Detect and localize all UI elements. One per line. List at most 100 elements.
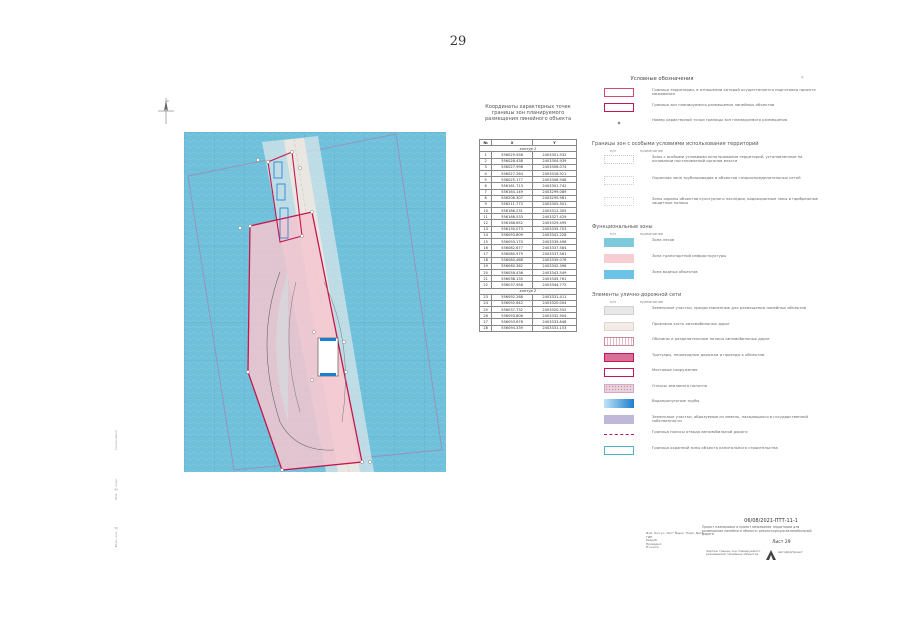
legend-swatch <box>604 337 634 346</box>
boundary-points <box>238 150 372 472</box>
drawing-name: Чертеж границ зон планируемого размещени… <box>706 549 761 557</box>
legend-item: Зоны охраны объектов культурного наследи… <box>592 196 822 209</box>
legend-swatch <box>604 368 634 377</box>
legend-item: Обочины и разделительные полосы автомоби… <box>592 336 822 349</box>
organization-name: АвтоДорПроект <box>778 550 803 554</box>
signature-row: Проверил <box>646 541 662 546</box>
coordinates-table-title: Координаты характерных точек границы зон… <box>484 104 572 122</box>
legend-item: Граница полосы отвода автомобильной доро… <box>592 429 822 442</box>
zone-boundary-south <box>247 211 363 471</box>
legend-column-header: примечание <box>640 149 664 153</box>
legend-item: Откосы земляного полотна <box>592 382 822 396</box>
svg-text:С: С <box>167 99 169 103</box>
legend-item-label: Зона транспортной инфраструктуры <box>652 253 727 258</box>
legend-item-label: Обочины и разделительные полосы автомоби… <box>652 336 770 341</box>
legend-item: Граница территории, в отношении которой … <box>592 87 822 100</box>
margin-note: Согласовано <box>114 430 118 451</box>
legend-item-label: Номер характерной точки границы зон план… <box>652 117 788 122</box>
legend-item: Земельные участки, предоставленные для р… <box>592 305 822 318</box>
legend-item: Граница охранной зоны объекта капитально… <box>592 444 822 458</box>
legend-swatch <box>604 155 634 164</box>
legend-item: Водопропускные трубы <box>592 398 822 411</box>
legend-item-label: Тротуары, пешеходные дорожки и проезды к… <box>652 351 765 357</box>
legend-item: Зона водных объектов <box>592 269 822 282</box>
legend-item-label: Охранная зона трубопроводов и объектов г… <box>652 175 801 180</box>
legend-item: Мостовые сооружения <box>592 367 822 380</box>
legend-item: Зона лесов <box>592 237 822 250</box>
north-arrow-icon: С <box>158 98 174 124</box>
legend-swatch <box>604 434 634 435</box>
legend-item-label: Зоны охраны объектов культурного наследи… <box>652 196 818 206</box>
legend-item-label: Зоны с особыми условиями использования т… <box>652 154 803 164</box>
legend-swatch <box>604 270 634 279</box>
legend-column-header: примечание <box>640 300 664 304</box>
legend-swatch <box>604 238 634 247</box>
legend-column-header: п/п <box>610 300 616 304</box>
bridge-structure <box>317 337 339 377</box>
legend-title: Условные обозначения <box>630 76 694 82</box>
legend-item-label: Проезжая часть автомобильных дорог <box>652 320 730 326</box>
legend-column-header: п/п <box>610 149 616 153</box>
table-cell-n: 28 <box>478 324 493 332</box>
legend-item: Зона транспортной инфраструктуры <box>592 253 822 266</box>
site-plan-map <box>184 132 446 472</box>
corner-mark: * <box>801 76 804 82</box>
legend-swatch <box>604 383 634 393</box>
legend-item-label: Граница зон планируемого размещения лине… <box>652 102 775 107</box>
map-legend: Условные обозначения Граница территории,… <box>592 76 822 496</box>
signature-row: Разраб. <box>646 538 658 543</box>
legend-item-label: Граница охранной зоны объекта капитально… <box>652 444 778 450</box>
signature-row: ГИП <box>646 534 653 539</box>
legend-item: Граница зон планируемого размещения лине… <box>592 102 822 115</box>
legend-item-label: Зона лесов <box>652 237 675 242</box>
page-number: 29 <box>449 34 467 49</box>
legend-swatch <box>604 445 634 455</box>
legend-section-heading: Элементы улично-дорожной сети <box>592 292 682 298</box>
legend-swatch <box>604 88 634 97</box>
title-block: 06/08/2021-ПТТ-11-1 Проект планировки и … <box>646 518 820 570</box>
legend-item: Охранная зона трубопроводов и объектов г… <box>592 175 822 188</box>
legend-swatch <box>604 414 634 424</box>
legend-swatch <box>604 176 634 185</box>
legend-item-label: Земельные участки, образуемые из земель,… <box>652 413 808 423</box>
legend-item-label: Граница полосы отвода автомобильной доро… <box>652 429 748 434</box>
legend-swatch <box>604 103 634 112</box>
table-cell-x: 556094.339 <box>491 324 533 332</box>
legend-item-label: Водопропускные трубы <box>652 398 700 403</box>
legend-swatch <box>604 118 634 127</box>
legend-item: Проезжая часть автомобильных дорог <box>592 320 822 334</box>
margin-note: Взам. инв. № <box>114 526 118 548</box>
legend-item-label: Зона водных объектов <box>652 269 698 274</box>
legend-item-label: Откосы земляного полотна <box>652 382 707 388</box>
legend-swatch <box>604 399 634 408</box>
legend-swatch <box>604 321 634 331</box>
legend-item-label: Земельные участки, предоставленные для р… <box>652 305 806 310</box>
legend-swatch <box>604 197 634 206</box>
table-cell-y: 2403331.153 <box>531 324 578 332</box>
signature-row: Изм. Кол.уч. Лист №док. Подп. Дата <box>646 531 704 535</box>
legend-item: Зоны с особыми условиями использования т… <box>592 154 822 167</box>
signature-row: Н.контр. <box>646 545 660 550</box>
legend-item: Тротуары, пешеходные дорожки и проезды к… <box>592 351 822 365</box>
legend-item-label: Граница территории, в отношении которой … <box>652 87 816 97</box>
margin-note: Инв. № подл. <box>114 478 118 500</box>
legend-column-header: п/п <box>610 232 616 236</box>
project-description: Проект планировки и проект межевания тер… <box>702 525 812 537</box>
sheet-number: Лист 29 <box>772 540 791 545</box>
legend-swatch <box>604 306 634 315</box>
planning-territory-boundary <box>187 133 443 471</box>
legend-section-heading: Границы зон с особыми условиями использо… <box>592 141 759 147</box>
legend-item-label: Мостовые сооружения <box>652 367 698 372</box>
document-code: 06/08/2021-ПТТ-11-1 <box>744 518 798 524</box>
legend-item: Номер характерной точки границы зон план… <box>592 117 822 130</box>
legend-section-heading: Функциональные зоны <box>592 224 653 230</box>
legend-swatch <box>604 254 634 263</box>
legend-swatch <box>604 352 634 362</box>
company-logo-icon <box>766 550 776 560</box>
transport-zone <box>248 212 362 470</box>
